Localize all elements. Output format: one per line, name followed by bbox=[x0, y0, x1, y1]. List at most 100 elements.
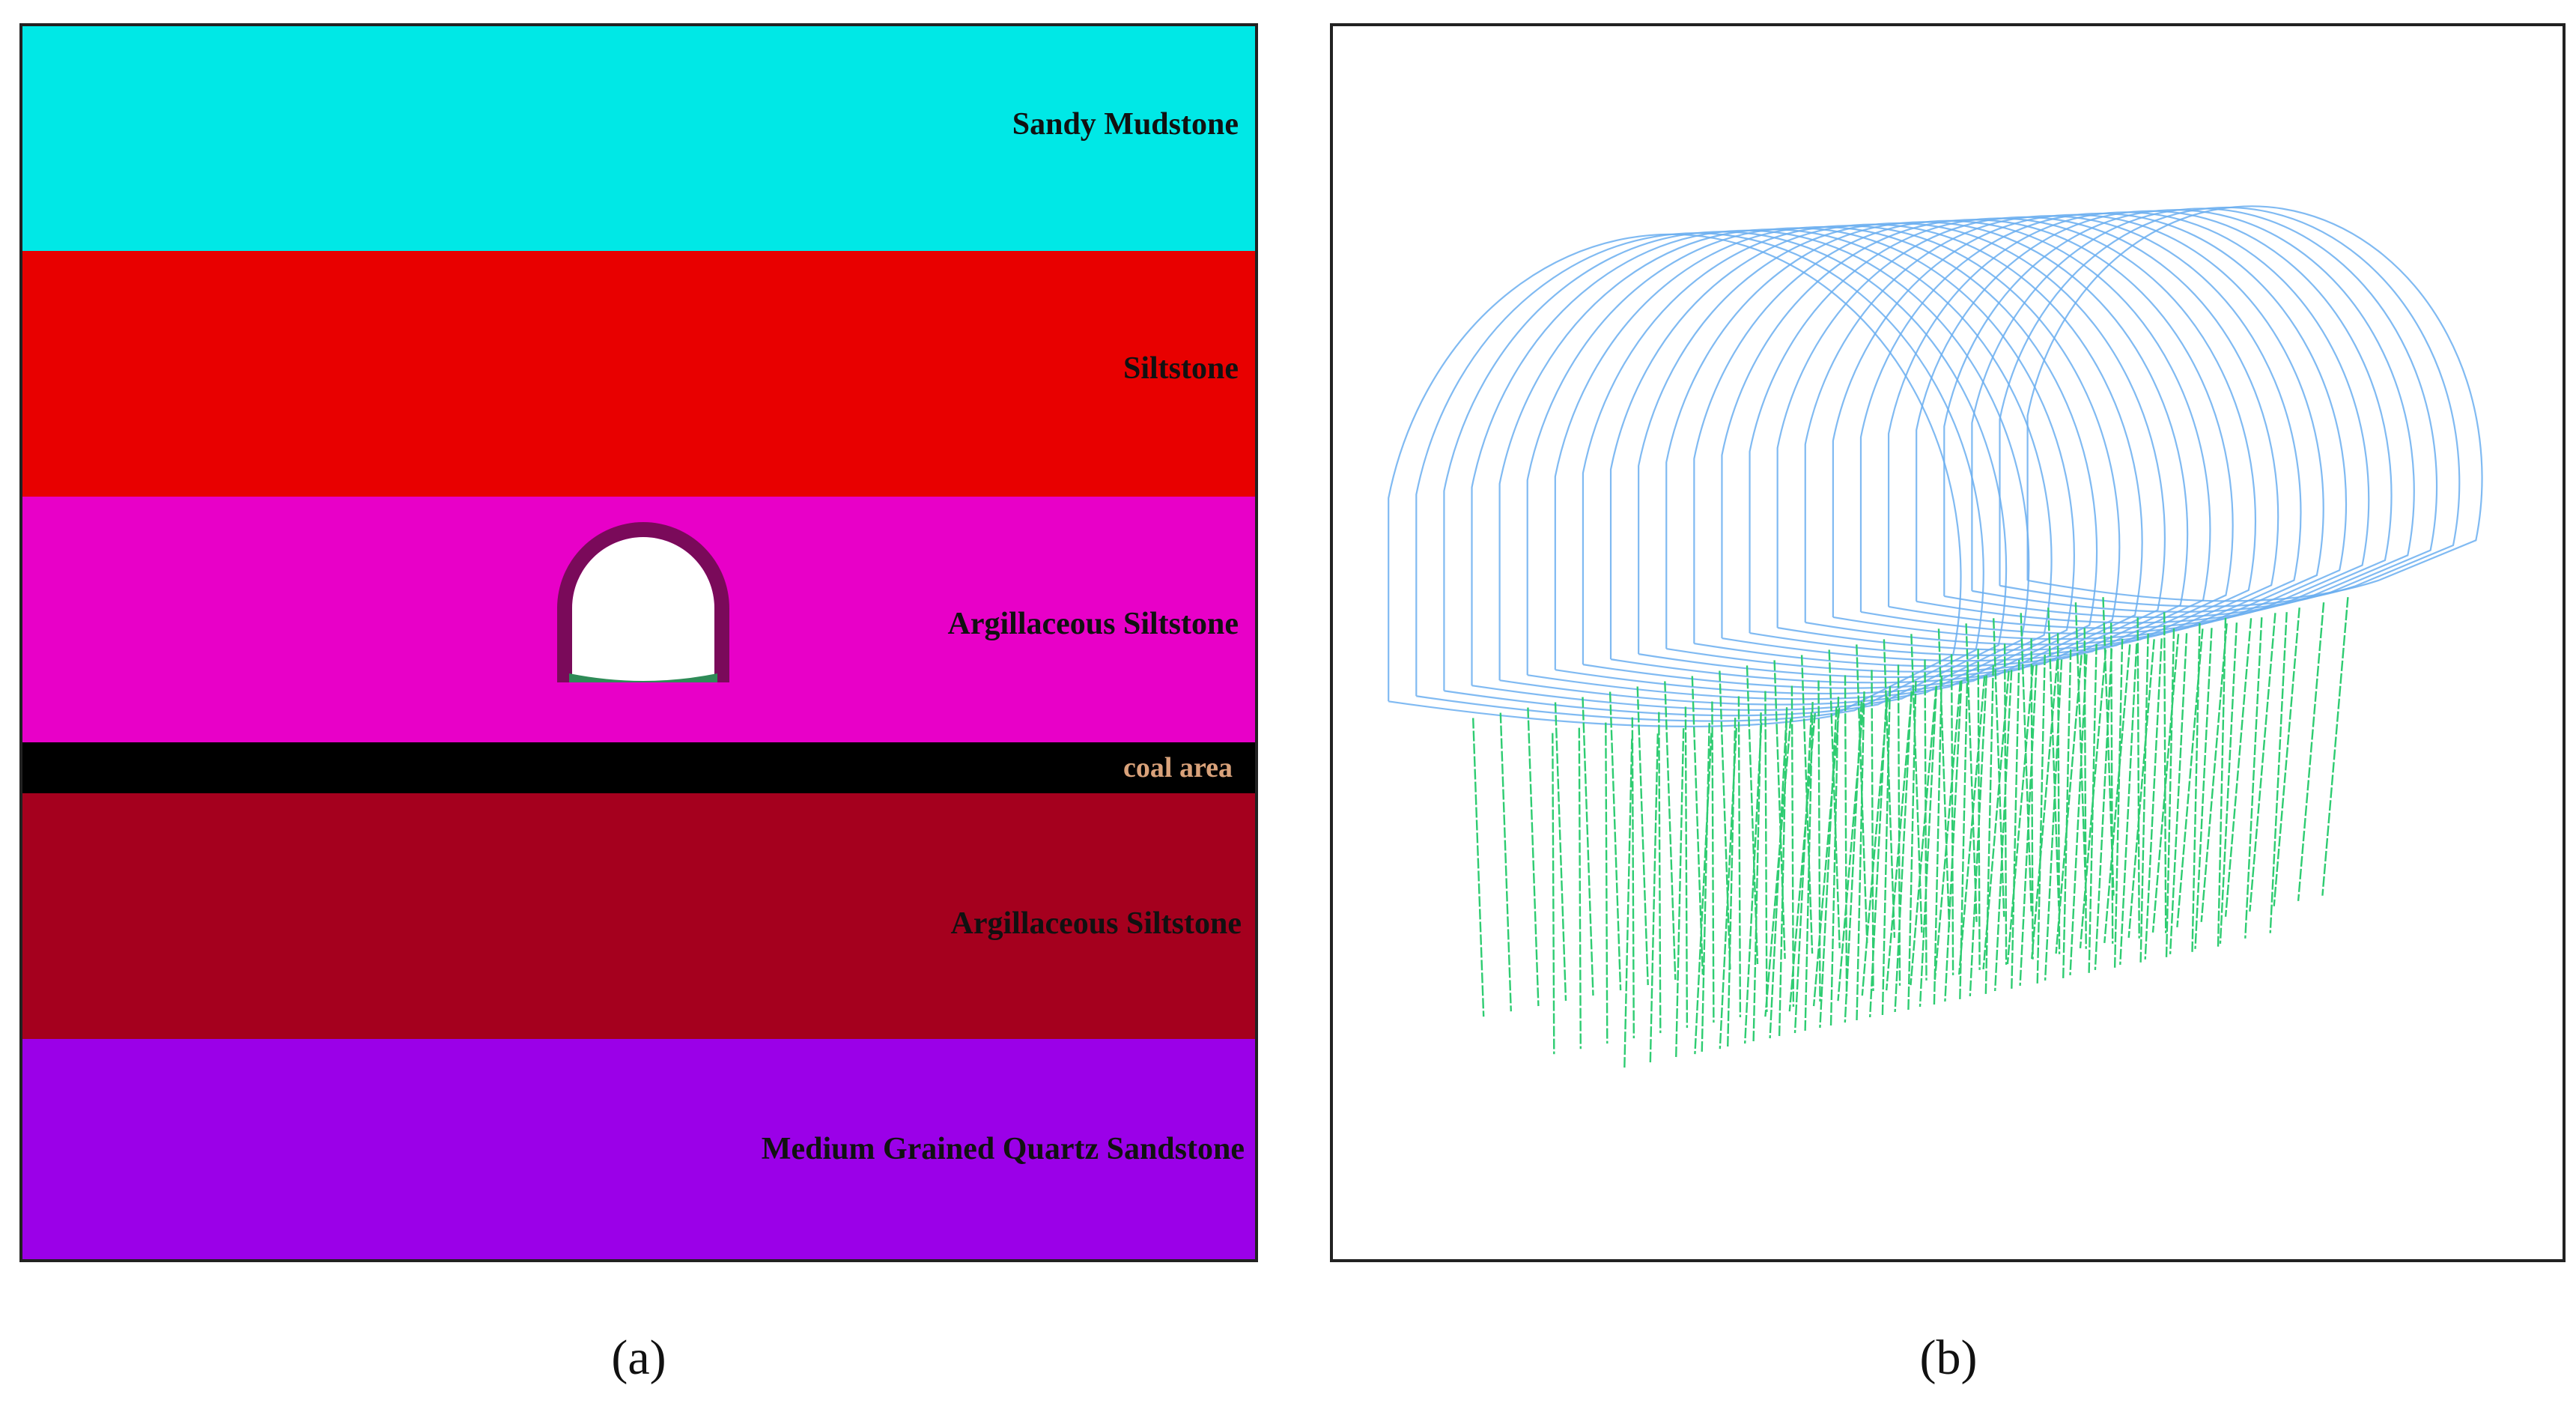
arch-bolt-section bbox=[1665, 221, 2189, 673]
arch-bolt-section bbox=[1471, 229, 2030, 711]
floor-bolt bbox=[1778, 707, 1788, 1037]
floor-bolt bbox=[1701, 723, 1710, 1053]
stratigraphic-model-panel: Sandy Mudstone Siltstone Argillaceous Si… bbox=[19, 23, 1258, 1262]
floor-bolt bbox=[1711, 701, 1715, 1023]
arch-bolt-section bbox=[1554, 225, 2098, 695]
floor-bolt bbox=[1800, 655, 1814, 954]
floor-bolt bbox=[2069, 654, 2088, 975]
floor-bolt bbox=[2102, 597, 2115, 896]
layer-label-coal: coal area bbox=[1123, 752, 1233, 784]
floor-bolt bbox=[2047, 607, 2060, 906]
floor-bolt bbox=[1684, 706, 1689, 1028]
arch-bolt-section bbox=[1859, 212, 2347, 634]
layer-argillaceous-siltstone-lower: Argillaceous Siltstone bbox=[22, 793, 1255, 1039]
floor-bolt bbox=[1769, 717, 1787, 1039]
bolt-support-panel bbox=[1330, 23, 2566, 1262]
floor-bolt bbox=[1933, 681, 1962, 981]
floor-bolt bbox=[2031, 660, 2059, 960]
floor-bolt bbox=[1552, 733, 1555, 1055]
floor-bolt bbox=[2136, 617, 2140, 939]
floor-bolt bbox=[1812, 707, 1841, 1007]
floor-bolt bbox=[2191, 622, 2201, 953]
floor-bolt bbox=[1959, 670, 1969, 1001]
floor-bolt bbox=[1609, 691, 1622, 991]
floor-bolt bbox=[1984, 664, 1994, 996]
floor-bolt bbox=[1828, 649, 1841, 948]
floor-bolt bbox=[1844, 701, 1862, 1023]
floor-bolt bbox=[1844, 675, 1848, 997]
floor-bolt bbox=[2217, 617, 2227, 948]
floor-bolt bbox=[1829, 697, 1840, 1027]
layer-quartz-sandstone: Medium Grained Quartz Sandstone bbox=[22, 1039, 1255, 1259]
floor-bolt bbox=[1623, 739, 1633, 1069]
floor-bolt bbox=[1605, 722, 1609, 1044]
floor-bolt bbox=[1910, 686, 1937, 986]
arch-bolt-section bbox=[1832, 213, 2324, 640]
floor-bolt bbox=[2224, 618, 2253, 917]
floor-bolt bbox=[1817, 680, 1821, 1002]
floor-bolt bbox=[2011, 659, 2020, 990]
arch-bolt-section bbox=[1971, 207, 2438, 613]
floor-bolt bbox=[1958, 676, 1986, 975]
floor-bolt bbox=[1856, 691, 1865, 1022]
caption-b: (b) bbox=[1919, 1330, 1978, 1385]
floor-bolt bbox=[1636, 686, 1649, 986]
floor-bolt bbox=[1527, 707, 1540, 1007]
arch-bolt-section bbox=[2026, 205, 2483, 602]
floor-bolt bbox=[1719, 670, 1731, 970]
floor-bolt bbox=[2321, 597, 2349, 896]
floor-bolt bbox=[1883, 639, 1896, 938]
floor-bolt bbox=[1881, 686, 1892, 1016]
arch-bolt-section bbox=[1804, 215, 2302, 646]
floor-bolt bbox=[1910, 634, 1923, 933]
floor-bolt bbox=[2297, 602, 2325, 901]
arch-bolt-section bbox=[1582, 225, 2121, 689]
floor-bolt bbox=[1994, 670, 2013, 992]
floor-bolt bbox=[1744, 722, 1763, 1044]
floor-bolt bbox=[1691, 676, 1704, 975]
arch-bolt-section bbox=[1609, 223, 2143, 684]
layer-siltstone: Siltstone bbox=[22, 251, 1255, 497]
floor-bolt bbox=[1752, 712, 1762, 1043]
arch-bolt-section bbox=[1999, 206, 2461, 607]
floor-bolt bbox=[2273, 607, 2300, 906]
floor-bolt bbox=[1793, 712, 1813, 1034]
floor-bolt bbox=[2144, 638, 2163, 960]
bolt-layout-drawing bbox=[1388, 205, 2483, 1069]
floor-bolt bbox=[1472, 718, 1485, 1017]
floor-bolt bbox=[2020, 613, 2032, 912]
floor-bolt bbox=[2003, 643, 2008, 965]
floor-bolt bbox=[1861, 697, 1889, 996]
floor-bolt bbox=[1582, 697, 1594, 996]
floor-bolt bbox=[2176, 628, 2204, 928]
layer-label-siltstone: Siltstone bbox=[1123, 351, 1239, 386]
floor-bolt bbox=[2269, 612, 2288, 933]
floor-bolt bbox=[1764, 691, 1768, 1013]
floor-bolt bbox=[1746, 665, 1759, 965]
layer-label-argillaceous-lower: Argillaceous Siltstone bbox=[950, 906, 1242, 941]
arch-bolt-section bbox=[1415, 232, 1984, 722]
layer-label-quartz-sandstone: Medium Grained Quartz Sandstone bbox=[761, 1132, 1245, 1166]
floor-bolt bbox=[2094, 649, 2113, 970]
floor-bolt bbox=[1965, 623, 1978, 922]
floor-bolt bbox=[1950, 654, 1954, 975]
floor-bolt bbox=[1977, 649, 1981, 970]
floor-bolt bbox=[1664, 681, 1677, 981]
floor-bolt bbox=[1554, 702, 1567, 1002]
floor-bolt bbox=[1897, 664, 1901, 986]
floor-bolt bbox=[2036, 654, 2046, 985]
floor-bolt bbox=[1886, 691, 1913, 991]
floor-bolt bbox=[1933, 676, 1943, 1006]
floor-bolt bbox=[1804, 702, 1814, 1032]
floor-bolt bbox=[2169, 633, 2188, 954]
floor-bolt bbox=[1790, 685, 1795, 1007]
floor-bolt bbox=[1937, 628, 1951, 927]
floor-bolt bbox=[1578, 727, 1582, 1049]
floor-bolt bbox=[2194, 628, 2213, 949]
arch-bolt-section bbox=[1887, 211, 2370, 629]
arch-bolt-section bbox=[1693, 219, 2211, 667]
floor-bolt bbox=[2165, 628, 2175, 958]
floor-bolt bbox=[2062, 649, 2072, 980]
floor-bolt bbox=[1856, 644, 1868, 943]
floor-bolt bbox=[1694, 733, 1713, 1055]
